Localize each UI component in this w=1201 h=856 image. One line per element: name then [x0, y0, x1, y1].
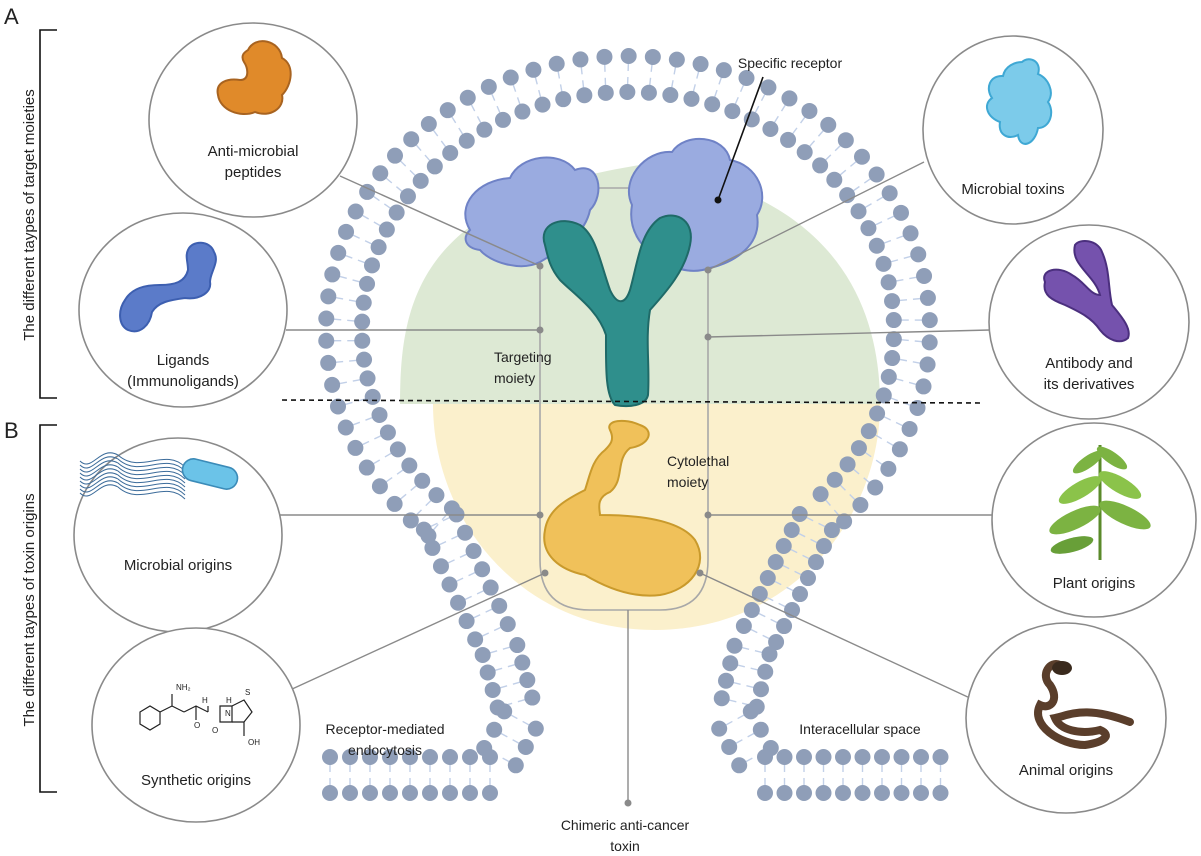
svg-text:O: O: [194, 721, 200, 730]
section-a-letter: A: [4, 4, 19, 29]
connector-synthetic: [289, 572, 546, 691]
antimicrobial-label-2: peptides: [225, 164, 282, 181]
targeting-antibody: [542, 214, 692, 408]
molecule-icon: [139, 694, 253, 736]
antibody-icon: [1043, 239, 1130, 343]
toxin-label-1: Chimeric anti-cancer: [561, 817, 690, 833]
svg-text:OH: OH: [248, 738, 260, 747]
circle-antibody: Antibody and its derivatives: [988, 224, 1190, 420]
antibody-label-1: Antibody and: [1045, 355, 1133, 372]
section-b-title: The different taypes of toxin origins: [21, 493, 38, 726]
toxin-label-2: toxin: [610, 838, 640, 854]
ligands-label-1: Ligands: [157, 352, 210, 369]
section-a-bracket: [39, 29, 57, 399]
bacterium-icon: [79, 452, 239, 500]
connector-antimicrobial: [339, 175, 541, 267]
synthetic-label: Synthetic origins: [141, 772, 251, 789]
connector-microbial-toxins: [707, 161, 925, 271]
endocytosis-label-2: endocytosis: [348, 742, 422, 758]
microbial-toxins-label: Microbial toxins: [961, 181, 1064, 198]
peptide-icon: [216, 40, 292, 115]
svg-text:O: O: [212, 726, 218, 735]
microbial-origins-label: Microbial origins: [124, 557, 232, 574]
endocytosis-label-1: Receptor-mediated: [325, 721, 444, 737]
specific-receptor-label: Specific receptor: [738, 55, 843, 71]
circle-plant-origins: Plant origins: [991, 422, 1197, 618]
cytolethal-label-2: moiety: [667, 474, 708, 490]
ligand-icon: [119, 241, 217, 333]
cell-membrane: [318, 48, 949, 801]
circle-ligands: Ligands (Immunoligands): [78, 212, 288, 408]
targeting-label-2: moiety: [494, 370, 535, 386]
ligands-label-2: (Immunoligands): [127, 373, 239, 390]
circle-antimicrobial-peptides: Anti-microbial peptides: [148, 22, 358, 218]
connector-receptor: [717, 76, 764, 201]
svg-text:N: N: [225, 709, 231, 718]
circle-microbial-origins: Microbial origins: [73, 437, 283, 633]
cytolethal-label-1: Cytolethal: [667, 453, 729, 469]
section-b-bracket: [39, 424, 57, 793]
section-a-title: The different taypes of target moieties: [21, 89, 38, 341]
circle-microbial-toxins: Microbial toxins: [922, 35, 1104, 225]
antibody-label-2: its derivatives: [1044, 376, 1135, 393]
connectors: [280, 76, 992, 803]
plant-icon: [1049, 445, 1151, 560]
svg-text:H: H: [226, 696, 232, 705]
antimicrobial-label-1: Anti-microbial: [208, 143, 299, 160]
animal-label: Animal origins: [1019, 762, 1113, 779]
connector-animal: [699, 572, 986, 706]
microbial-toxin-icon: [985, 58, 1053, 145]
svg-text:H: H: [202, 696, 208, 705]
svg-text:S: S: [245, 688, 250, 697]
connector-antibody: [707, 329, 991, 338]
interacellular-label: Interacellular space: [799, 721, 921, 737]
cytolethal-toxin: [543, 419, 701, 597]
plant-label: Plant origins: [1053, 575, 1136, 592]
circle-animal-origins: Animal origins: [965, 622, 1167, 814]
circle-synthetic-origins: NH₂ H H N S O O OH Synthetic origins: [91, 627, 301, 823]
targeting-label-1: Targeting: [494, 349, 552, 365]
snake-icon: [1034, 660, 1134, 750]
section-b-letter: B: [4, 418, 19, 443]
connector-dots: [536, 196, 722, 807]
molecule-atoms: NH₂ H H N S O O OH: [176, 683, 260, 747]
svg-text:NH₂: NH₂: [176, 683, 191, 692]
